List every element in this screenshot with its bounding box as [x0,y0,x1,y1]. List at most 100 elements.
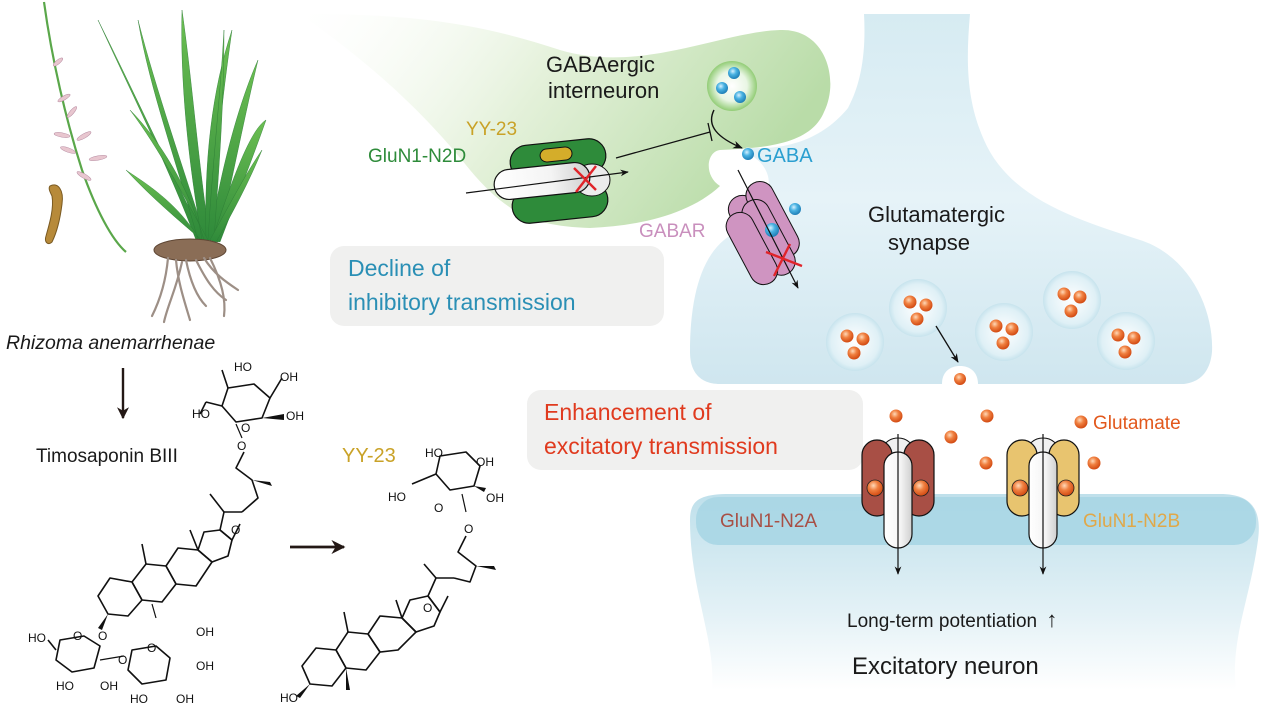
postsynaptic-membrane [696,497,1256,545]
plant-leaves [97,9,267,243]
glutamate-molecule [1005,322,1019,336]
svg-text:HO: HO [234,360,252,374]
glutamate-molecule [840,329,854,343]
svg-text:OH: OH [476,455,494,469]
gaba-bound [765,223,779,237]
glutamate-molecule [903,295,917,309]
block-x-icon [573,165,597,193]
svg-text:OH: OH [286,409,304,423]
svg-text:OH: OH [196,625,214,639]
vesicle-membrane [975,303,1033,361]
inhibition-line [615,131,711,159]
timosaponin-structure: O HO OH OH HO O O O O O O HO [28,360,304,706]
glutamate-vesicle [1097,312,1155,370]
gaba-molecule [716,82,728,94]
plant-label: Rhizoma anemarrhenae [6,332,215,354]
neuron-label: Excitatory neuron [852,653,1039,680]
interneuron-title-line1: GABAergic [546,52,655,77]
vesicle-release-arrow [935,325,959,363]
glutamate-molecule [979,456,993,470]
gaba-label: GABA [757,145,813,167]
glutamate-molecule [1073,290,1087,304]
glutamate-molecule [1064,304,1078,318]
glutamate-molecule [1111,328,1125,342]
gaba-release-arrow [710,109,743,149]
svg-text:O: O [118,653,127,667]
excitatory-callout-line2: excitatory transmission [544,433,778,459]
svg-text:HO: HO [56,679,74,693]
glutamate-molecule [996,336,1010,350]
svg-text:HO: HO [130,692,148,706]
interneuron-title-line2: interneuron [548,78,659,103]
glutamate-molecule [1057,287,1071,301]
gaba-molecule [742,148,754,160]
svg-text:OH: OH [176,692,194,706]
flower-spike [42,1,127,253]
svg-text:O: O [73,629,82,643]
gaba-bound [789,203,801,215]
svg-text:O: O [98,629,107,643]
synapse-title-line2: synapse [888,230,970,255]
svg-text:HO: HO [280,691,298,705]
glun2a-label: GluN1-N2A [720,511,817,532]
yy23-binding-site [539,146,573,163]
svg-text:O: O [434,501,443,515]
bound-glutamate [912,479,930,497]
dried-rhizome [45,184,63,245]
compound-derivative-label: YY-23 [342,445,396,467]
glun1-n2b-receptor [1006,434,1080,575]
chloride-flow-arrow [737,169,799,289]
glutamate-vesicle [889,279,947,337]
interneuron-body [300,14,831,228]
glutamate-molecule [1118,345,1132,359]
bound-glutamate [1011,479,1029,497]
svg-text:HO: HO [425,446,443,460]
glun1-n2d-receptor [465,138,629,224]
inhibitory-callout-line1: Decline of [348,255,451,281]
gabar-label: GABAR [639,221,706,242]
svg-text:O: O [464,522,473,536]
glutamate-molecule [910,312,924,326]
ltp-up-arrow: ↑ [1046,607,1057,632]
inhibition-bar [707,122,713,142]
glutamate-legend-label: Glutamate [1093,413,1181,434]
inhibitory-callout-line2: inhibitory transmission [348,289,576,315]
glutamate-legend-icon [1074,415,1088,429]
rhizome-base [153,238,227,262]
svg-text:OH: OH [100,679,118,693]
vesicle-membrane [1043,271,1101,329]
glutamate-molecule [954,373,966,385]
inhibitory-callout: Decline of inhibitory transmission [330,246,664,326]
svg-text:OH: OH [196,659,214,673]
channel-flow-arrow [465,169,629,194]
free-glutamate [889,409,1101,470]
glutamate-vesicle [975,303,1033,361]
glutamate-molecule [856,332,870,346]
glutamate-molecule [1087,456,1101,470]
glutamate-molecule [989,319,1003,333]
glutamate-molecule [919,298,933,312]
ltp-label: Long-term potentiation ↑ [847,607,1057,632]
vesicle-membrane [1097,312,1155,370]
svg-text:O: O [237,439,246,453]
svg-text:HO: HO [192,407,210,421]
glutamate-molecule [847,346,861,360]
svg-text:O: O [147,641,156,655]
atom-label: O [241,421,250,435]
glutamate-vesicles [826,271,1155,371]
glutamate-vesicle [826,313,884,371]
glutamate-molecule [980,409,994,423]
svg-text:O: O [423,601,432,615]
yy23-structure: O HO OH OH HO O O HO [280,446,504,705]
vesicle-membrane [826,313,884,371]
gabar-block-x-icon [765,243,803,277]
glun2b-label: GluN1-N2B [1083,511,1180,532]
plant-roots [150,256,240,324]
synapse-title-line1: Glutamatergic [868,202,1005,227]
glutamate-molecule [889,409,903,423]
svg-text:HO: HO [388,490,406,504]
svg-text:O: O [231,523,240,537]
glutamate-vesicle [1043,271,1101,329]
plant-illustration [42,1,267,324]
